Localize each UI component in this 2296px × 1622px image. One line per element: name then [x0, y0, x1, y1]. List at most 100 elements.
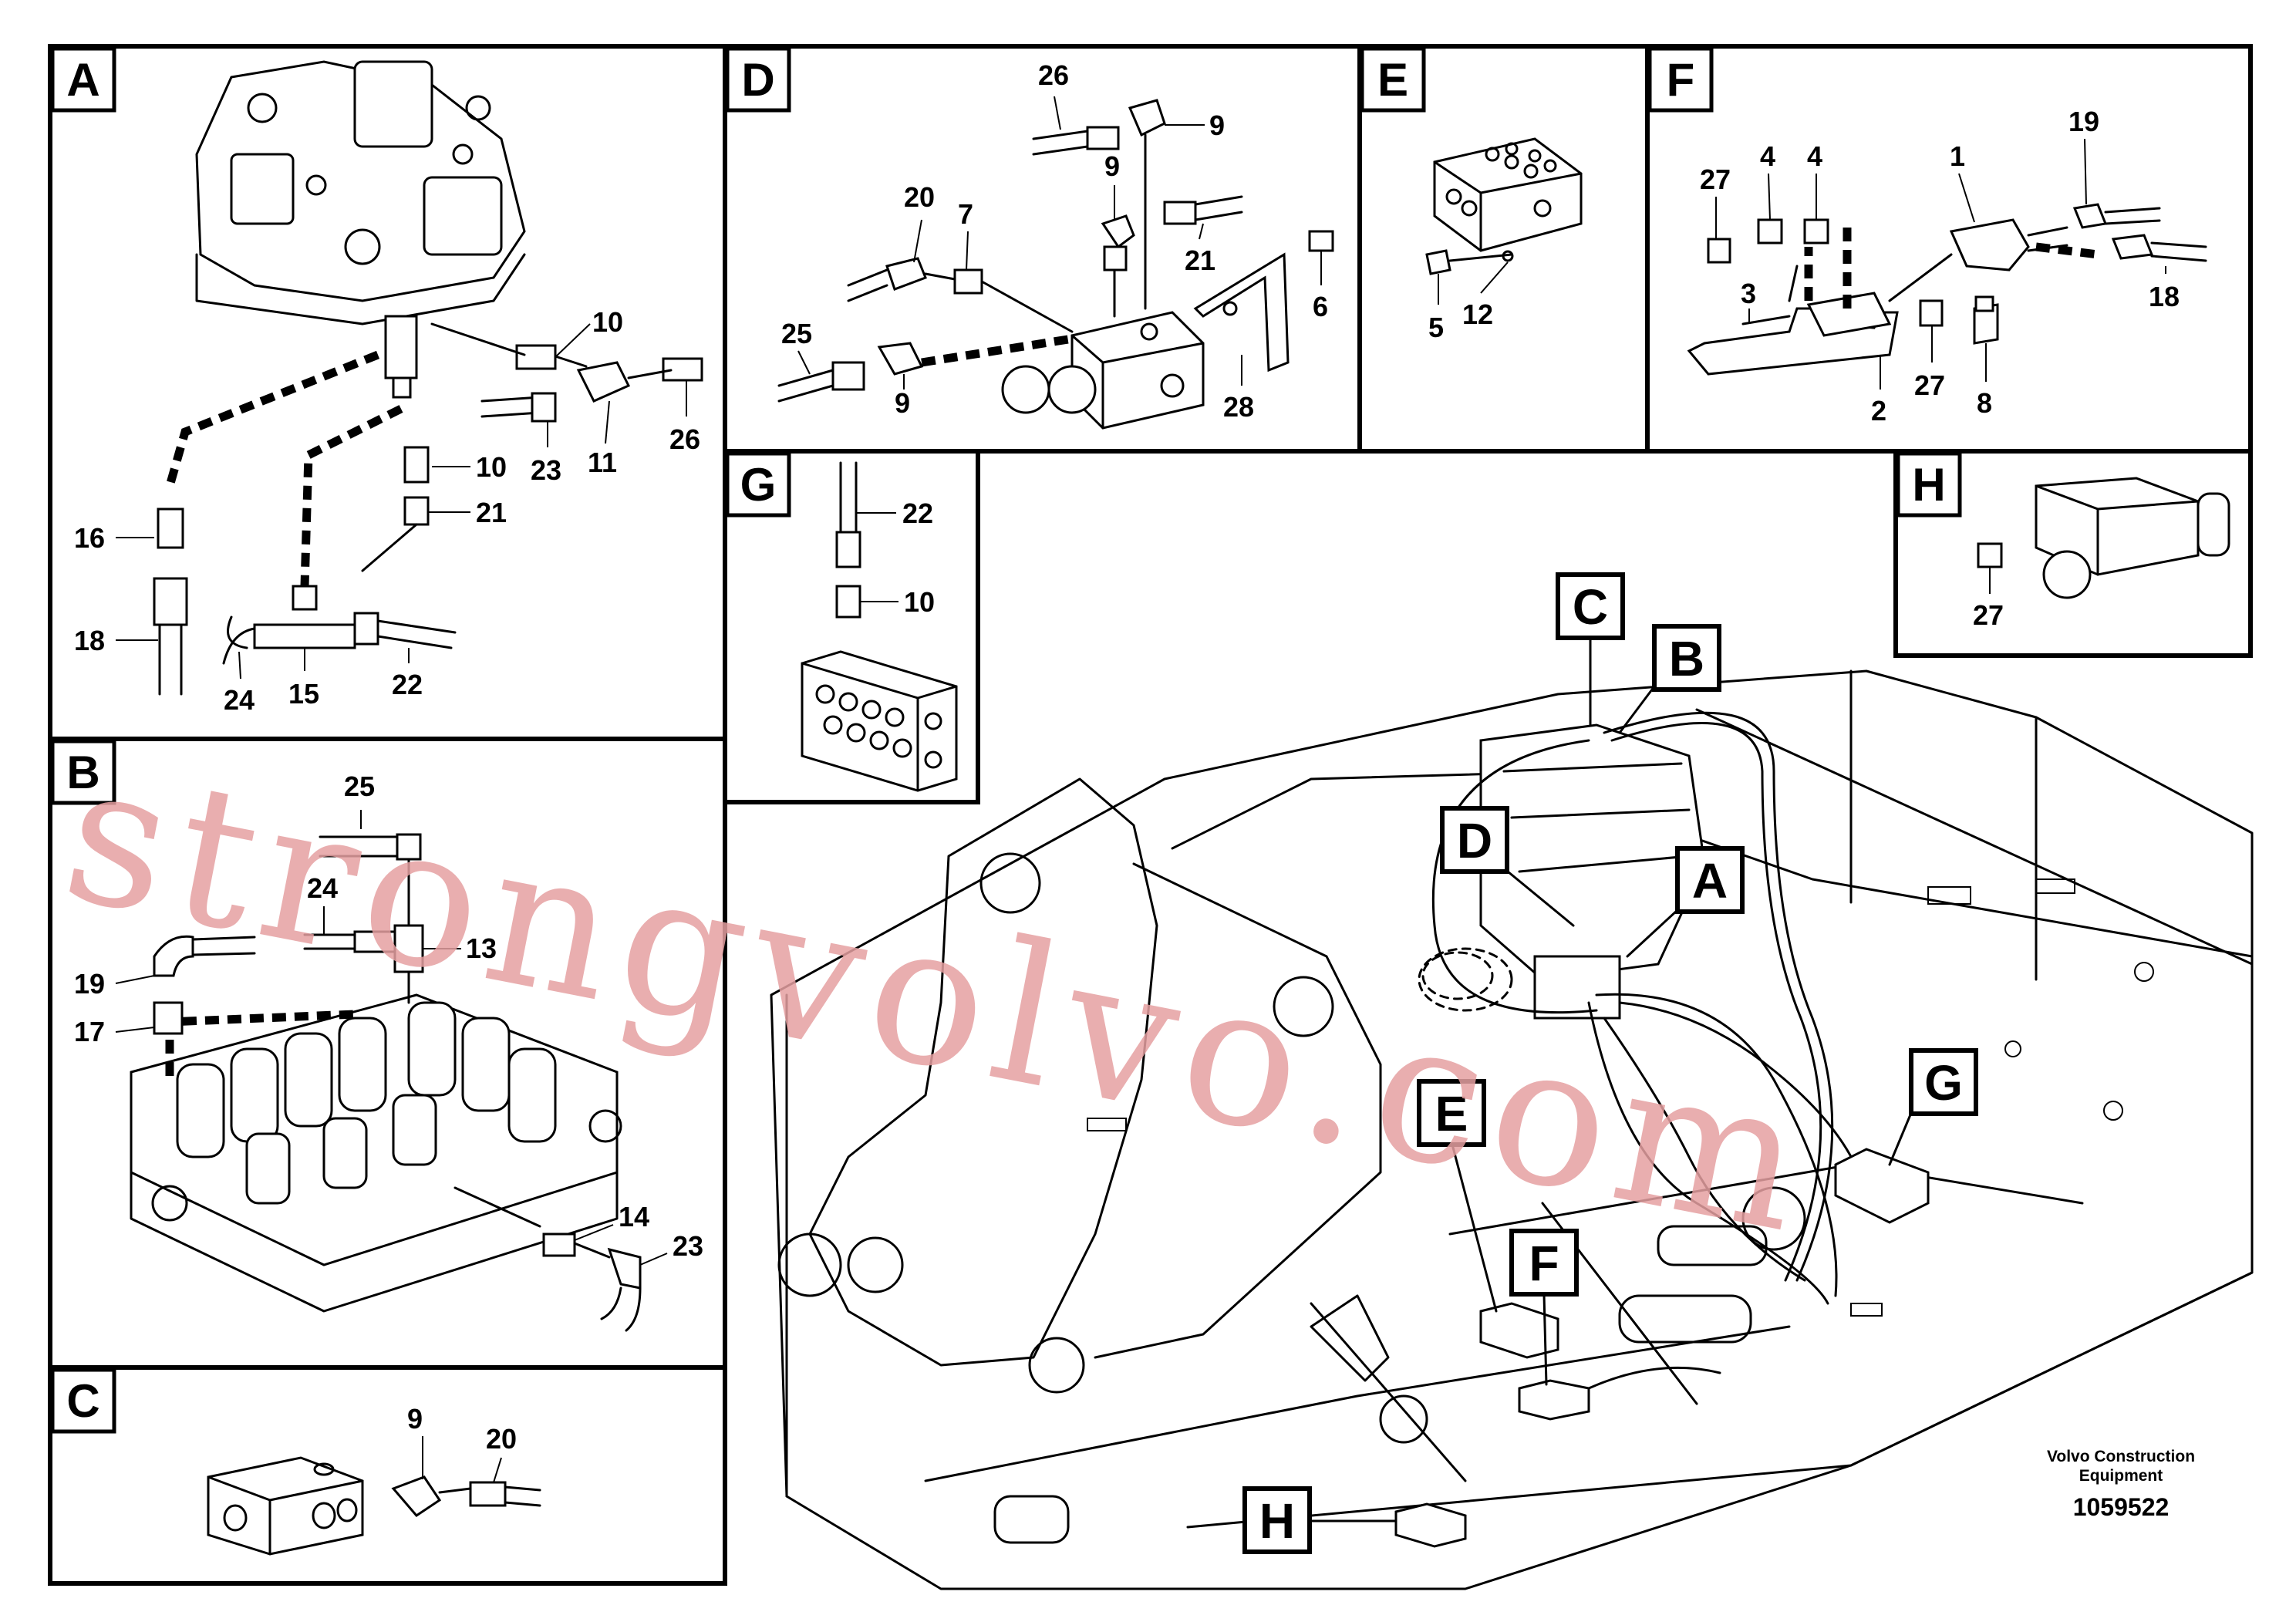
machine-frame-overview: [770, 669, 2254, 1590]
callout-label-h: H: [1259, 1493, 1295, 1549]
callout-A: A: [1626, 846, 1745, 958]
panel-label-e: E: [1377, 54, 1408, 106]
part-number: 15: [288, 678, 319, 710]
part-number: 20: [904, 181, 935, 213]
part-number: 10: [592, 306, 623, 338]
part-number: 27: [1973, 599, 2004, 631]
part-number: 2: [1871, 395, 1886, 427]
panel-letter-A: A: [50, 46, 116, 113]
part-number: 21: [476, 497, 507, 528]
part-number: 26: [669, 423, 700, 455]
callout-label-a: A: [1692, 853, 1728, 909]
panel-b-part-numbers: 25 24 13 19 17 14 23: [74, 771, 703, 1266]
panel-b-drawing: [130, 833, 642, 1332]
panel-g-drawing: [801, 461, 958, 792]
panel-label-c: C: [66, 1375, 99, 1427]
part-number: 4: [1760, 140, 1775, 172]
part-number: 9: [407, 1403, 423, 1435]
part-number: 26: [1038, 59, 1069, 91]
callout-H: H: [1242, 1486, 1397, 1554]
part-number: 20: [486, 1423, 517, 1455]
panel-letter-C: C: [50, 1367, 116, 1434]
part-number: 1: [1950, 140, 1965, 172]
callout-label-d: D: [1457, 813, 1492, 868]
callout-D: D: [1440, 806, 1575, 927]
part-number: 4: [1807, 140, 1822, 172]
callout-label-c: C: [1573, 579, 1608, 635]
panel-letter-G: G: [725, 451, 791, 518]
part-number: 22: [902, 497, 933, 529]
part-number: 7: [958, 198, 973, 230]
part-number: 25: [781, 318, 812, 349]
part-number: 19: [74, 968, 105, 1000]
callout-B: B: [1618, 624, 1721, 734]
part-number: 18: [74, 625, 105, 656]
panel-h-drawing: [1977, 477, 2230, 599]
part-number: 3: [1741, 278, 1756, 309]
panel-a-part-numbers: 10 10 11 16 18 21 22 23 24 15 26: [74, 306, 700, 716]
part-number: 28: [1223, 391, 1254, 423]
part-number: 23: [531, 454, 561, 486]
panel-letter-E: E: [1360, 46, 1426, 113]
part-number: 24: [307, 872, 338, 904]
part-number: 14: [619, 1201, 649, 1233]
part-number: 8: [1977, 387, 1992, 419]
part-number: 19: [2068, 106, 2099, 137]
panel-c-part-numbers: 9 20: [407, 1403, 517, 1483]
part-number: 23: [673, 1230, 703, 1262]
panel-letter-H: H: [1896, 451, 1962, 518]
footer: Volvo Construction Equipment 1059522: [2047, 1448, 2195, 1521]
panel-d-drawing: [777, 99, 1334, 430]
panel-label-d: D: [741, 54, 774, 106]
part-number: 27: [1700, 164, 1731, 195]
callout-F: F: [1509, 1229, 1579, 1386]
drawing-number: 1059522: [2073, 1493, 2170, 1521]
panel-h-part-numbers: 27: [1973, 567, 2004, 631]
callout-label-f: F: [1529, 1236, 1559, 1291]
part-number: 16: [74, 522, 105, 554]
panel-a-drawing: [153, 60, 703, 696]
part-number: 10: [476, 451, 507, 483]
callout-G: G: [1888, 1048, 1978, 1166]
panel-e-drawing: [1425, 137, 1583, 275]
part-number: 9: [1104, 150, 1120, 182]
part-number: 24: [224, 684, 255, 716]
panel-f-drawing: [1687, 203, 2207, 376]
maker-name-line2: Equipment: [2079, 1467, 2163, 1485]
part-number: 6: [1313, 291, 1328, 322]
part-number: 17: [74, 1016, 105, 1047]
callout-E: E: [1417, 1079, 1498, 1313]
callout-C: C: [1556, 572, 1625, 727]
panel-label-b: B: [66, 747, 99, 798]
part-number: 10: [904, 586, 935, 618]
part-number: 12: [1462, 298, 1493, 330]
callout-label-b: B: [1669, 631, 1704, 686]
part-number: 9: [895, 387, 910, 419]
part-number: 21: [1185, 244, 1215, 276]
callout-label-g: G: [1924, 1055, 1963, 1111]
panel-c-drawing: [207, 1456, 541, 1556]
panel-e-part-numbers: 5 12: [1428, 261, 1509, 343]
panel-label-h: H: [1912, 459, 1945, 511]
panel-letter-F: F: [1647, 46, 1714, 113]
part-number: 18: [2149, 281, 2180, 312]
panel-f-part-numbers: 27 4 4 1 19 3 18 27 8 2: [1700, 106, 2180, 427]
panel-letter-D: D: [725, 46, 791, 113]
panel-letter-B: B: [50, 739, 116, 805]
part-number: 22: [392, 669, 423, 700]
maker-name-line1: Volvo Construction: [2047, 1448, 2195, 1465]
part-number: 27: [1914, 369, 1945, 401]
part-number: 25: [344, 771, 375, 802]
part-number: 5: [1428, 312, 1444, 343]
panel-d-part-numbers: 26 9 20 7 9 21 6 25 9 28: [781, 59, 1328, 423]
part-number: 13: [466, 932, 497, 964]
part-number: 9: [1209, 110, 1225, 141]
panel-frames: [48, 44, 2253, 1586]
panel-label-a: A: [66, 54, 99, 106]
panel-label-g: G: [740, 459, 777, 511]
panel-label-f: F: [1667, 54, 1695, 106]
panel-g-part-numbers: 22 10: [856, 497, 935, 618]
callout-label-e: E: [1435, 1086, 1468, 1141]
part-number: 11: [588, 447, 617, 478]
